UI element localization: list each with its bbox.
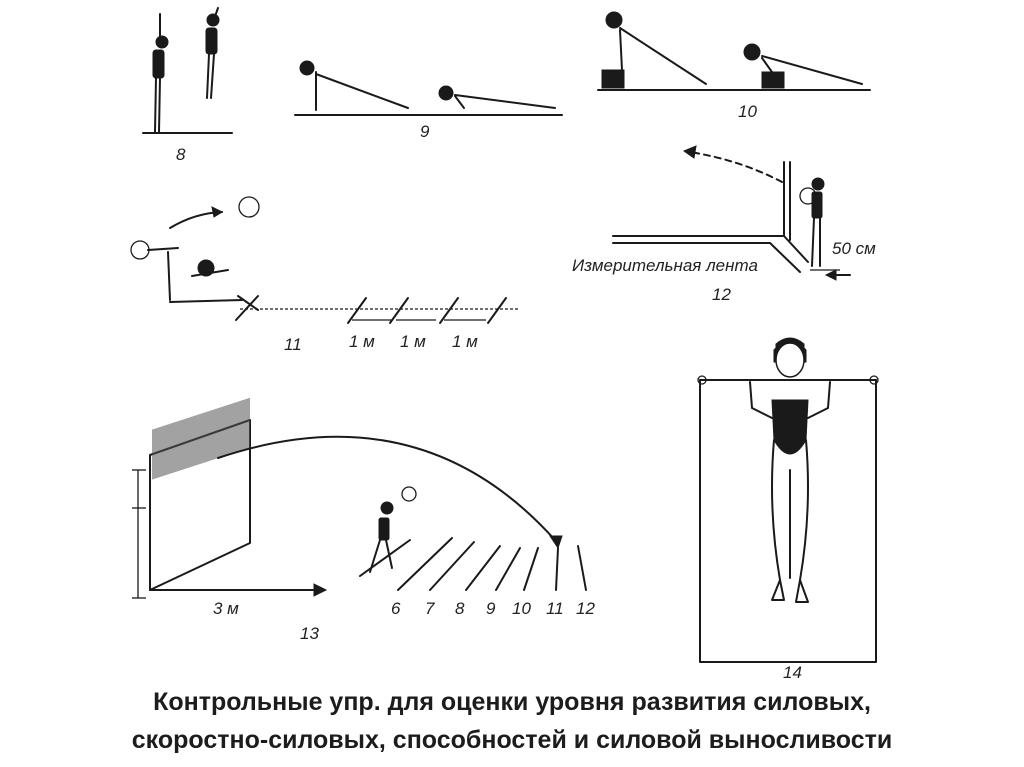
zone-number-10: 10 [512,599,531,618]
exercise-8-figure [142,7,233,134]
exercise-11-segment-1: 1 м [349,332,375,351]
zone-number-7: 7 [425,599,435,618]
exercise-8-number: 8 [176,145,186,164]
exercise-12-figure [612,145,851,281]
exercise-11-number: 11 [284,335,302,354]
exercise-10-number: 10 [738,102,757,121]
exercise-12-distance-label: 50 см [832,239,876,258]
exercise-13-distance-label: 3 м [213,599,239,618]
exercise-13-figure [132,397,587,599]
exercise-14-number: 14 [783,663,802,682]
measuring-tape-label: Измерительная лента [572,256,758,275]
exercise-12-number: 12 [712,285,731,304]
zone-number-12: 12 [576,599,595,618]
exercise-11-segment-3: 1 м [452,332,478,351]
exercise-13-number: 13 [300,624,319,643]
zone-number-11: 11 [546,599,564,618]
exercise-11-figure [130,196,520,324]
exercise-11-segment-2: 1 м [400,332,426,351]
exercise-14-figure [697,337,879,663]
zone-number-9: 9 [486,599,496,618]
caption-line-1: Контрольные упр. для оценки уровня разви… [153,688,871,716]
exercise-10-figure [597,11,871,91]
zone-number-8: 8 [455,599,465,618]
exercise-9-number: 9 [420,122,430,141]
zone-number-6: 6 [391,599,401,618]
exercise-9-figure [294,60,563,116]
caption-line-2: скоростно-силовых, способностей и силово… [131,726,893,754]
